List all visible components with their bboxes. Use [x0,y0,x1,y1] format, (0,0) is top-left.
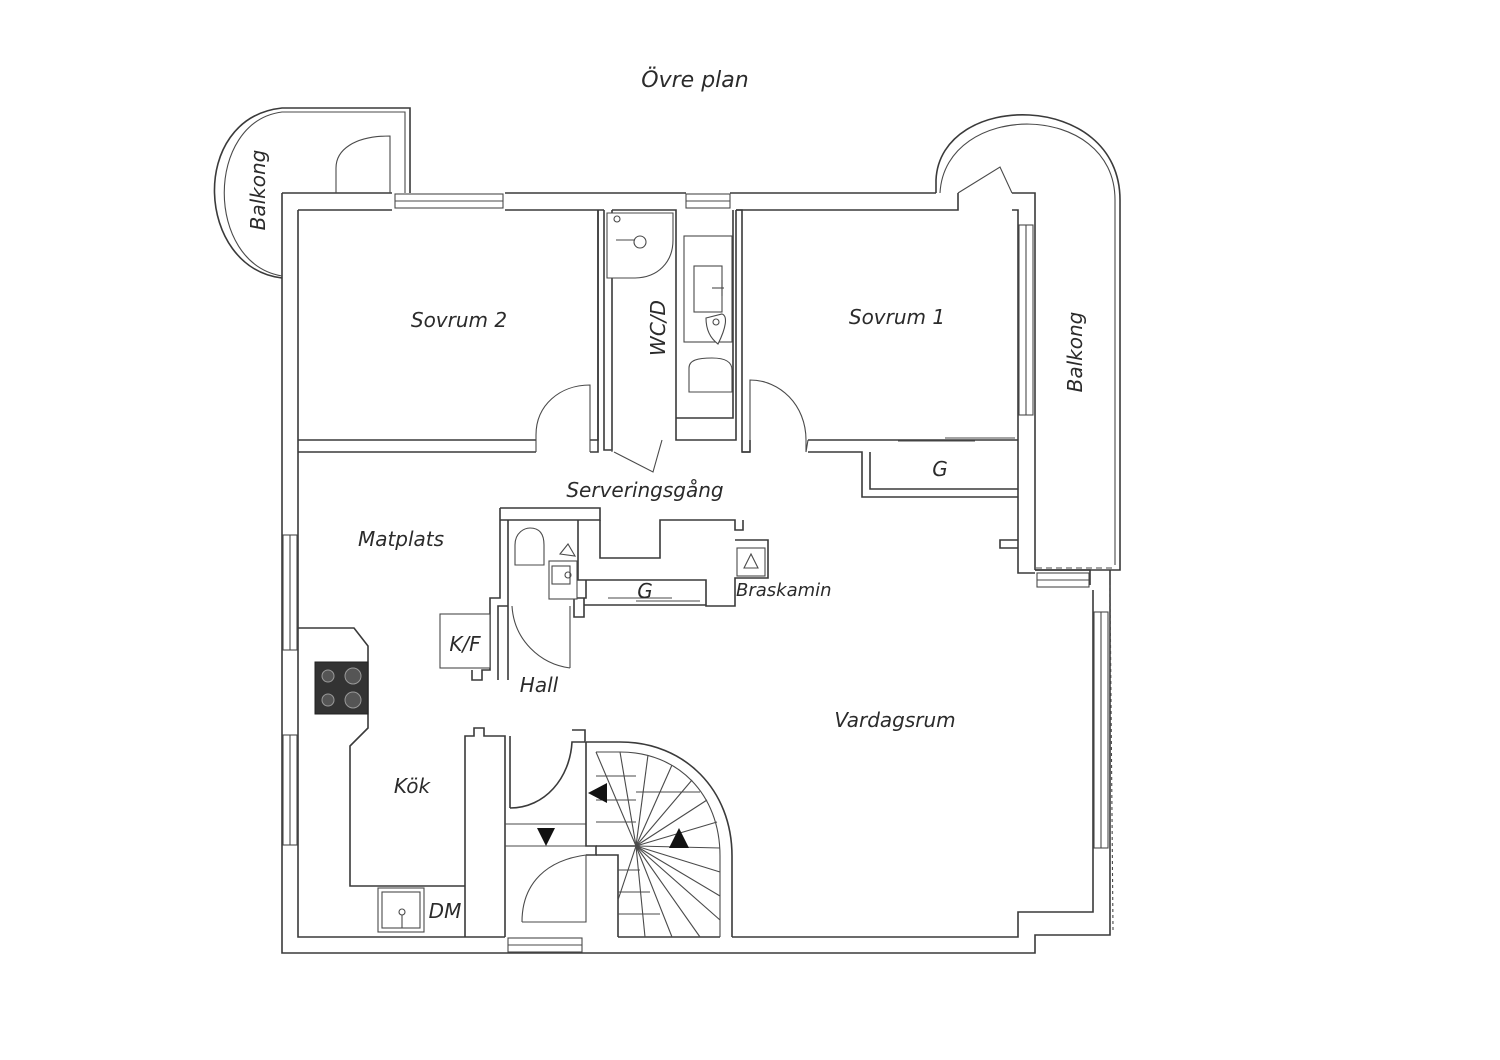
plan-title: Övre plan [641,67,748,93]
dishwasher-icon [377,887,425,933]
hall-label: Hall [520,673,559,697]
wcd-label: WC/D [646,300,670,356]
stair-arrow-down-icon [537,828,555,846]
balcony-right [935,114,1121,571]
outer-walls [281,192,1111,954]
dm-label: DM [429,899,462,923]
kf-label: K/F [449,632,481,656]
sovrum2-walls [298,210,613,453]
garderob-hall-label: G [637,579,653,603]
balcony-left [213,107,411,279]
vardagsrum-label: Vardagsrum [834,708,955,732]
serveringsgang-label: Serveringsgång [566,478,723,502]
sovrum1-label: Sovrum 1 [849,305,945,329]
balkong-right-label: Balkong [1063,312,1087,393]
kok-label: Kök [394,774,432,798]
stove-icon [314,661,369,715]
windows [282,193,1114,953]
balkong-left-label: Balkong [246,150,270,231]
stair-arrow-left-icon [588,783,607,803]
kitchen [298,627,465,933]
braskamin-label: Braskamin [736,580,832,601]
matplats-label: Matplats [358,527,444,551]
garderob-sovrum1-label: G [932,457,948,481]
wc-d-room [606,209,750,473]
stair-area [464,727,733,938]
central-core [439,507,769,681]
sovrum1-walls [742,379,1018,498]
stair-arrow-up-icon [669,828,689,848]
sovrum2-label: Sovrum 2 [411,308,507,332]
